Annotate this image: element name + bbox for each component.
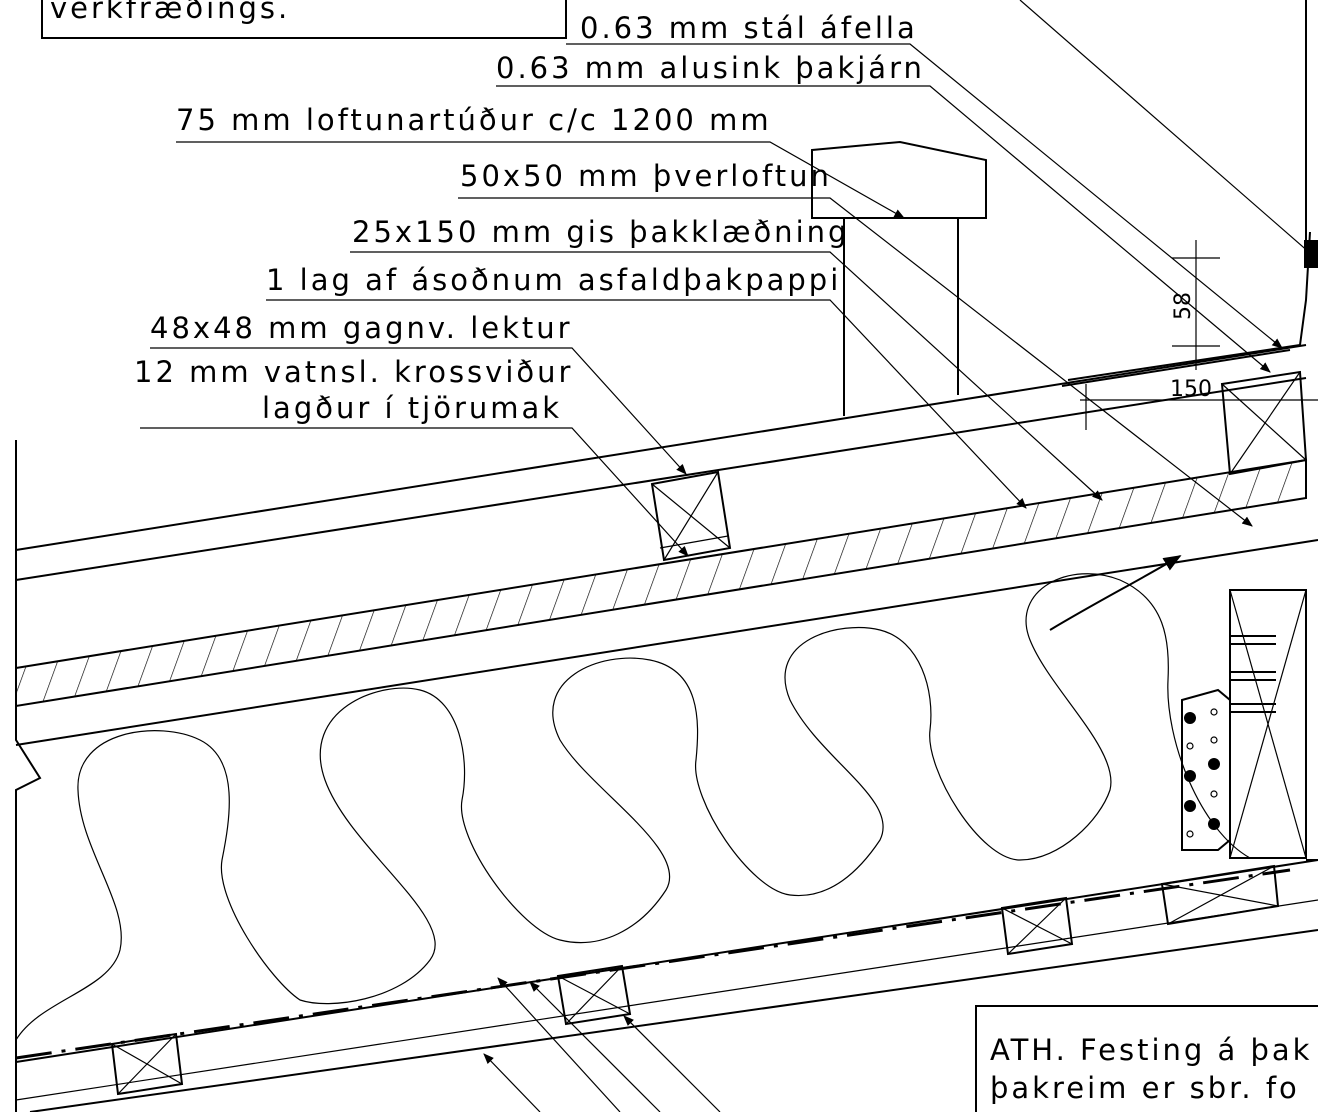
vapour-barrier-line <box>15 868 1291 1060</box>
label-underlay: 1 lag af ásoðnum asfaldþakpappi <box>266 263 841 297</box>
label-cross-ventilation: 50x50 mm þverloftun <box>460 159 832 193</box>
label-steel-flashing: 0.63 mm stál áfella <box>580 11 918 45</box>
note-line-1: ATH. Festing á þak <box>990 1033 1312 1067</box>
label-plywood-line2: lagður í tjörumak <box>262 391 562 425</box>
note-line-2: þakreim er sbr. fo <box>990 1071 1300 1105</box>
label-roof-sheet: 0.63 mm alusink þakjárn <box>496 51 925 85</box>
bottom-note-box: ATH. Festing á þak þakreim er sbr. fo <box>975 1005 1318 1112</box>
eave-batten <box>1220 370 1308 859</box>
label-counter-batten: 48x48 mm gagnv. lektur <box>150 311 573 345</box>
counter-batten-top <box>650 470 732 562</box>
layer-labels: 0.63 mm stál áfella 0.63 mm alusink þakj… <box>134 11 925 425</box>
top-note-box: verkfræðings. <box>41 0 567 39</box>
dimension-150: 150 <box>1080 377 1318 430</box>
dim-150-text: 150 <box>1170 377 1212 402</box>
roof-sheet-layers <box>15 344 1318 1112</box>
right-wall <box>1305 0 1318 861</box>
bottom-battens <box>110 864 1280 1096</box>
vent-cap <box>811 140 987 416</box>
left-break-line <box>15 440 42 1112</box>
label-vent-channel: 75 mm loftunartúður c/c 1200 mm <box>176 103 772 137</box>
leader-lines <box>140 0 1318 1112</box>
airflow-arrow <box>1049 555 1182 631</box>
top-note-text: verkfræðings. <box>50 0 290 25</box>
dimension-58: 58 <box>1171 240 1220 370</box>
insulation-wave <box>15 573 1251 1041</box>
fastener-bracket <box>1181 635 1276 851</box>
label-roof-boarding: 25x150 mm gis þakklæðning <box>352 215 849 249</box>
label-plywood-line1: 12 mm vatnsl. krossviður <box>134 355 573 389</box>
